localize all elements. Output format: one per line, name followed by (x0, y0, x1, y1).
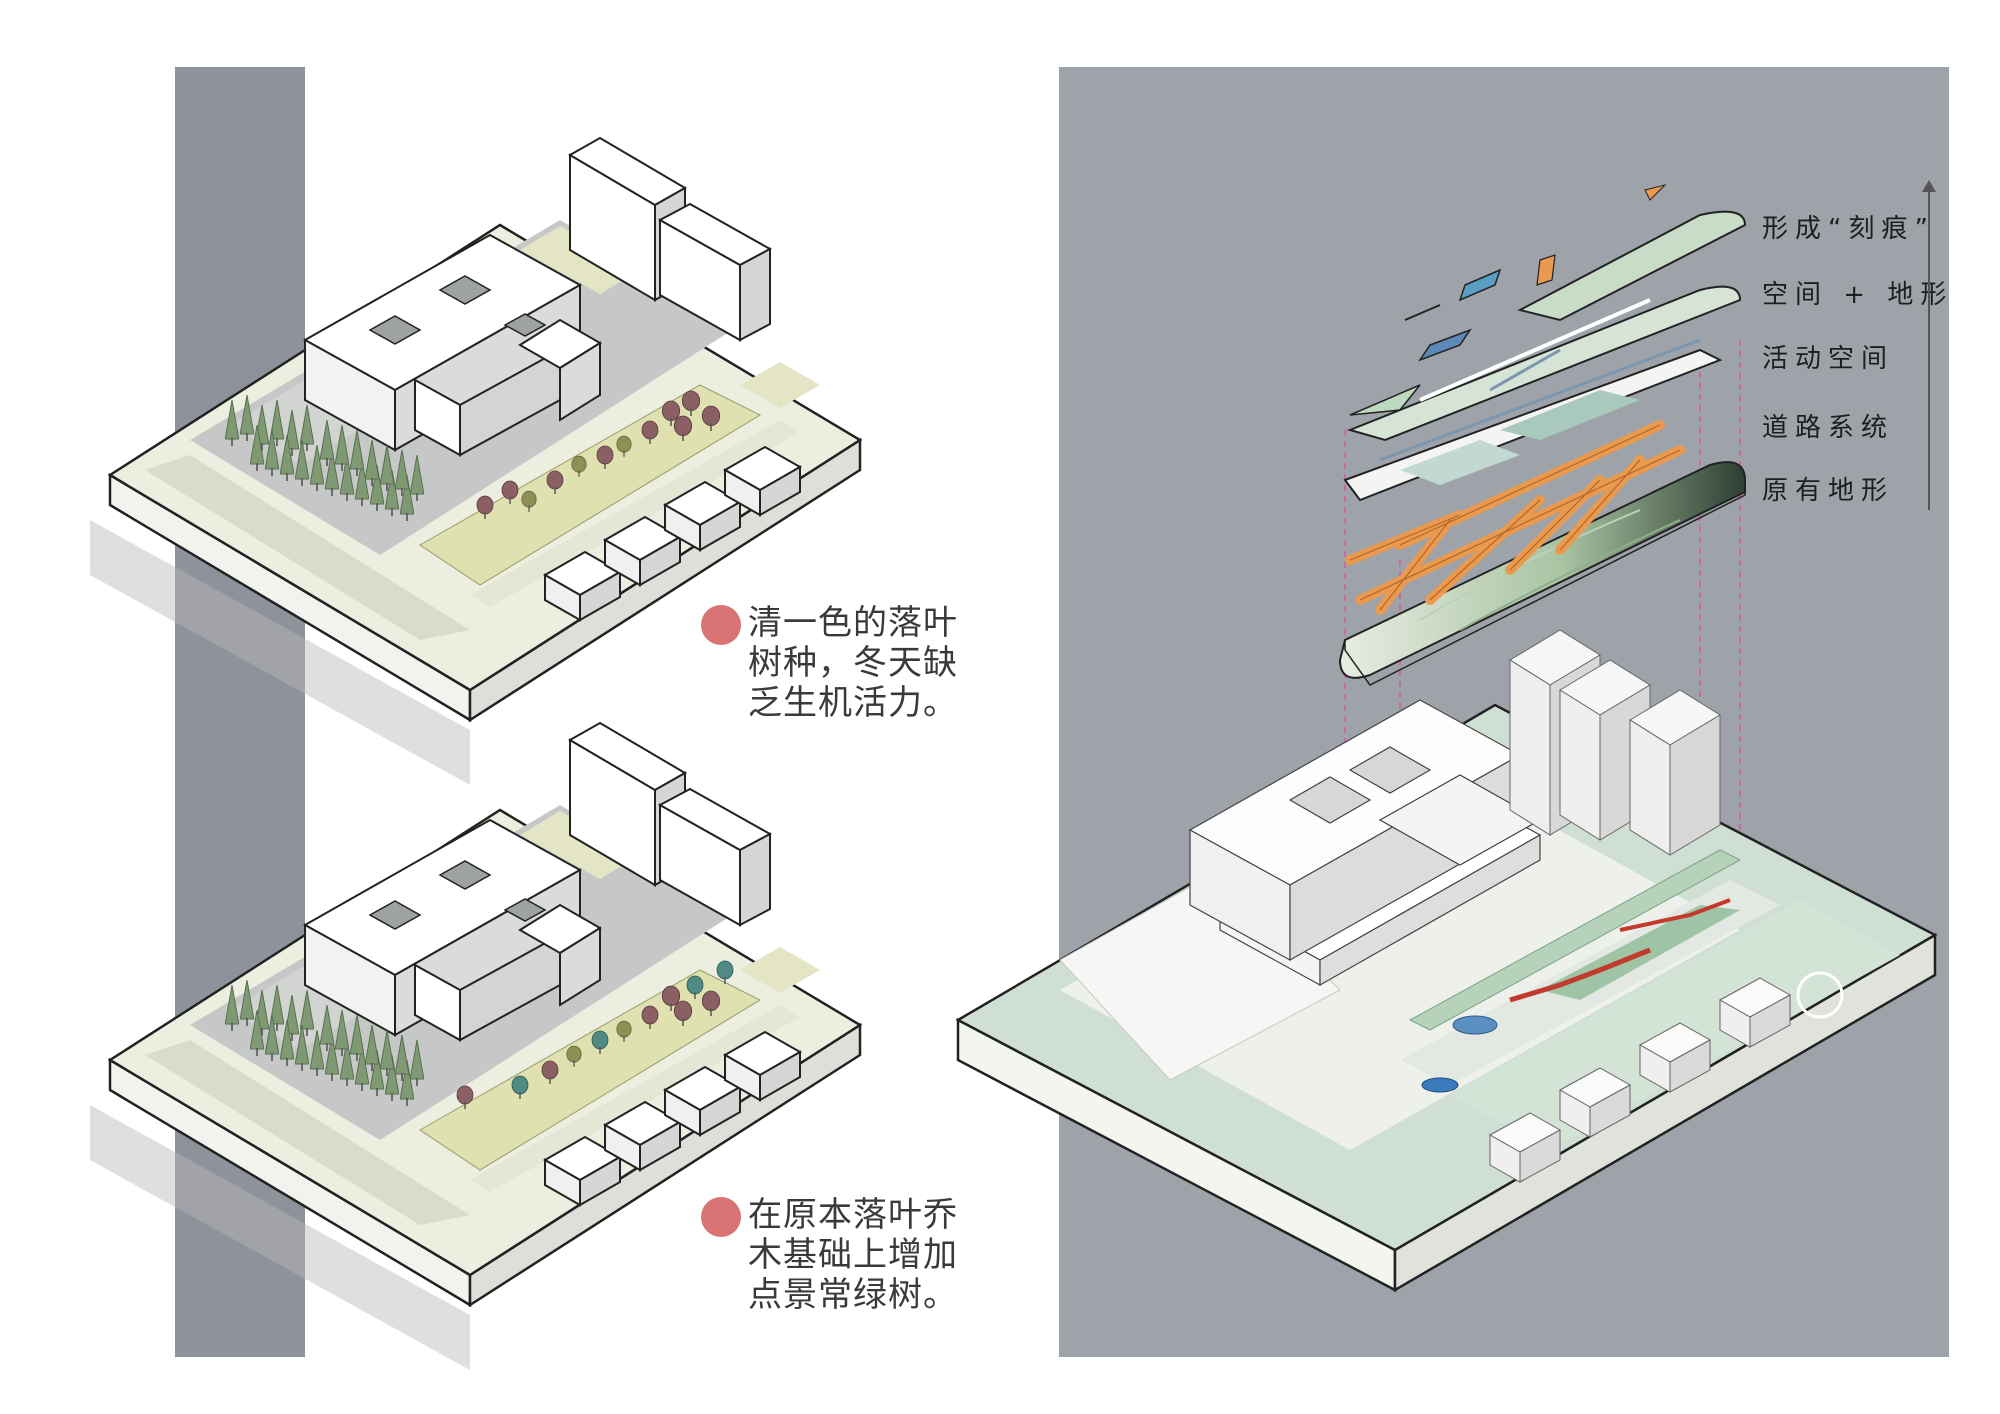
layer-original-terrain (1338, 461, 1746, 686)
layer-activity-space (1343, 338, 1723, 502)
layer-road-system (1345, 420, 1685, 615)
note-bottom-marker-dot (701, 1197, 741, 1237)
base-site-model (955, 629, 1938, 1293)
layer-label-space-terrain: 空间 + 地形 (1762, 280, 1954, 310)
exploded-layer-diagram (955, 184, 1938, 1293)
note-evergreen-trees: 在原本落叶乔木基础上增加点景常绿树。 (748, 1195, 958, 1315)
layer-label-original-terrain: 原有地形 (1762, 476, 1895, 506)
layer-label-activity-space: 活动空间 (1762, 344, 1895, 374)
layer-carved-marks (1404, 184, 1747, 362)
layer-space-terrain (1346, 285, 1742, 442)
site-model-top (90, 136, 863, 785)
layer-axis-arrowhead (1922, 180, 1936, 192)
site-model-bottom (90, 721, 863, 1370)
layer-label-carved-marks: 形成“刻痕” (1762, 214, 1935, 244)
layer-label-road-system: 道路系统 (1762, 413, 1895, 443)
note-top-marker-dot (701, 605, 741, 645)
note-deciduous-trees: 清一色的落叶树种，冬天缺乏生机活力。 (748, 603, 958, 723)
layer-axis-line (1928, 190, 1930, 510)
